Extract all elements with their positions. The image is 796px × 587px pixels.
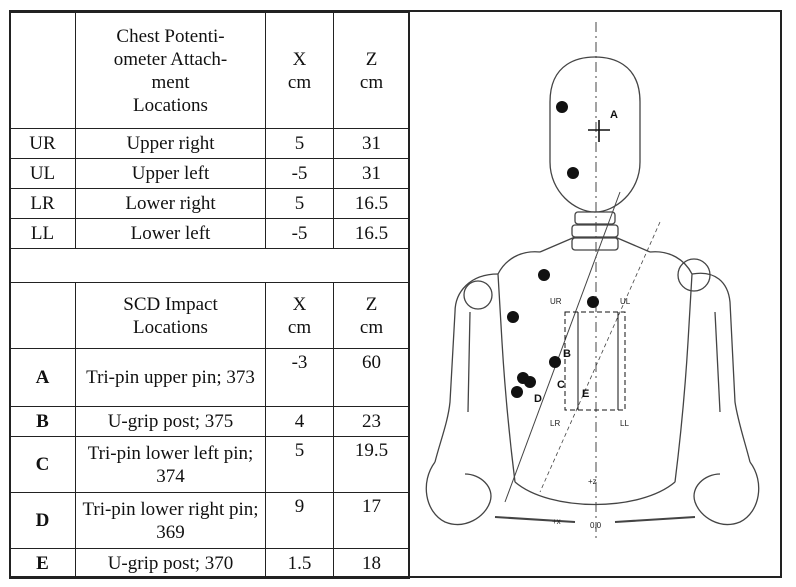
row-x: 9 [265, 492, 334, 549]
dummy-torso [497, 251, 693, 506]
seat-belt-line [504, 191, 621, 503]
header-location: SCD Impact Locations [75, 282, 266, 349]
row-location: U-grip post; 375 [75, 406, 266, 437]
impact-dot [549, 356, 561, 368]
label-c: C [557, 379, 565, 391]
table-row: E U-grip post; 370 1.5 18 [9, 548, 410, 579]
header-z: Z cm [333, 282, 410, 349]
table-row: LR Lower right 5 16.5 [9, 188, 410, 219]
potentiometer-frame [564, 311, 626, 411]
impact-markers [507, 101, 599, 398]
header-blank [9, 282, 76, 349]
impact-header-row: SCD Impact Locations X cm Z cm [9, 282, 410, 349]
dummy-neck [571, 211, 619, 251]
impact-dot [567, 167, 579, 179]
row-id: A [9, 348, 76, 407]
potentiometer-header-row: Chest Potenti- ometer Attach- ment Locat… [9, 12, 410, 129]
row-id: E [9, 548, 76, 579]
head-crosshair [588, 120, 610, 142]
crash-dummy-figure: A B C D E UR UL LR LL +z +x 0,0 [425, 22, 760, 542]
dummy-left-hand [425, 461, 492, 526]
table-row: A Tri-pin upper pin; 373 -3 60 [9, 348, 410, 407]
potentiometer-table: Chest Potenti- ometer Attach- ment Locat… [9, 12, 410, 249]
row-location: Upper right [75, 128, 266, 159]
dummy-right-arm [691, 272, 751, 463]
row-id: B [9, 406, 76, 437]
row-location: Tri-pin upper pin; 373 [75, 348, 266, 407]
row-z: 17 [333, 492, 410, 549]
table-row: D Tri-pin lower right pin; 369 9 17 [9, 492, 410, 549]
row-x: 5 [265, 188, 334, 219]
row-id: LR [9, 188, 76, 219]
table-row: UR Upper right 5 31 [9, 128, 410, 159]
row-x: -3 [265, 348, 334, 407]
label-lr: LR [550, 419, 560, 428]
table-row: LL Lower left -5 16.5 [9, 218, 410, 249]
impact-dot [524, 376, 536, 388]
label-ur: UR [550, 297, 562, 306]
impact-dot [556, 101, 568, 113]
header-x: X cm [265, 12, 334, 129]
row-location: Upper left [75, 158, 266, 189]
row-x: -5 [265, 218, 334, 249]
label-plus-z: +z [588, 477, 597, 486]
row-id: C [9, 436, 76, 493]
table-row: UL Upper left -5 31 [9, 158, 410, 189]
dummy-right-hand [693, 461, 760, 526]
row-id: LL [9, 218, 76, 249]
row-id: UL [9, 158, 76, 189]
row-z: 23 [333, 406, 410, 437]
row-z: 60 [333, 348, 410, 407]
label-ul: UL [620, 297, 631, 306]
dummy-right-shoulder [677, 258, 711, 292]
dummy-collar [539, 236, 651, 253]
column-divider [408, 10, 410, 578]
label-origin: 0,0 [590, 521, 602, 530]
header-blank [9, 12, 76, 129]
impact-dot [511, 386, 523, 398]
potentiometer-verticals [577, 312, 619, 410]
row-location: Lower left [75, 218, 266, 249]
row-id: UR [9, 128, 76, 159]
table-row: B U-grip post; 375 4 23 [9, 406, 410, 437]
header-location: Chest Potenti- ometer Attach- ment Locat… [75, 12, 266, 129]
row-z: 31 [333, 158, 410, 189]
row-location: Tri-pin lower right pin; 369 [75, 492, 266, 549]
row-x: 5 [265, 128, 334, 159]
header-x: X cm [265, 282, 334, 349]
seat-belt-line-2 [539, 221, 661, 493]
row-id: D [9, 492, 76, 549]
dummy-pelvis [494, 516, 696, 523]
row-z: 31 [333, 128, 410, 159]
dummy-head [549, 56, 641, 213]
header-z: Z cm [333, 12, 410, 129]
impact-dot [587, 296, 599, 308]
row-x: 4 [265, 406, 334, 437]
row-z: 16.5 [333, 188, 410, 219]
row-location: Tri-pin lower left pin; 374 [75, 436, 266, 493]
row-location: U-grip post; 370 [75, 548, 266, 579]
row-location: Lower right [75, 188, 266, 219]
label-d: D [534, 393, 542, 405]
label-e: E [582, 388, 589, 400]
impact-dot [507, 311, 519, 323]
row-z: 16.5 [333, 218, 410, 249]
impact-dot [538, 269, 550, 281]
table-row: C Tri-pin lower left pin; 374 5 19.5 [9, 436, 410, 493]
row-x: -5 [265, 158, 334, 189]
dummy-left-shoulder [463, 280, 493, 310]
dummy-left-arm [434, 273, 499, 463]
label-ll: LL [620, 419, 629, 428]
row-z: 19.5 [333, 436, 410, 493]
label-plus-x: +x [552, 517, 561, 526]
impact-table: SCD Impact Locations X cm Z cm A Tri-pin… [9, 282, 410, 579]
label-b: B [563, 348, 571, 360]
row-x: 5 [265, 436, 334, 493]
row-z: 18 [333, 548, 410, 579]
row-x: 1.5 [265, 548, 334, 579]
label-a: A [610, 109, 618, 121]
